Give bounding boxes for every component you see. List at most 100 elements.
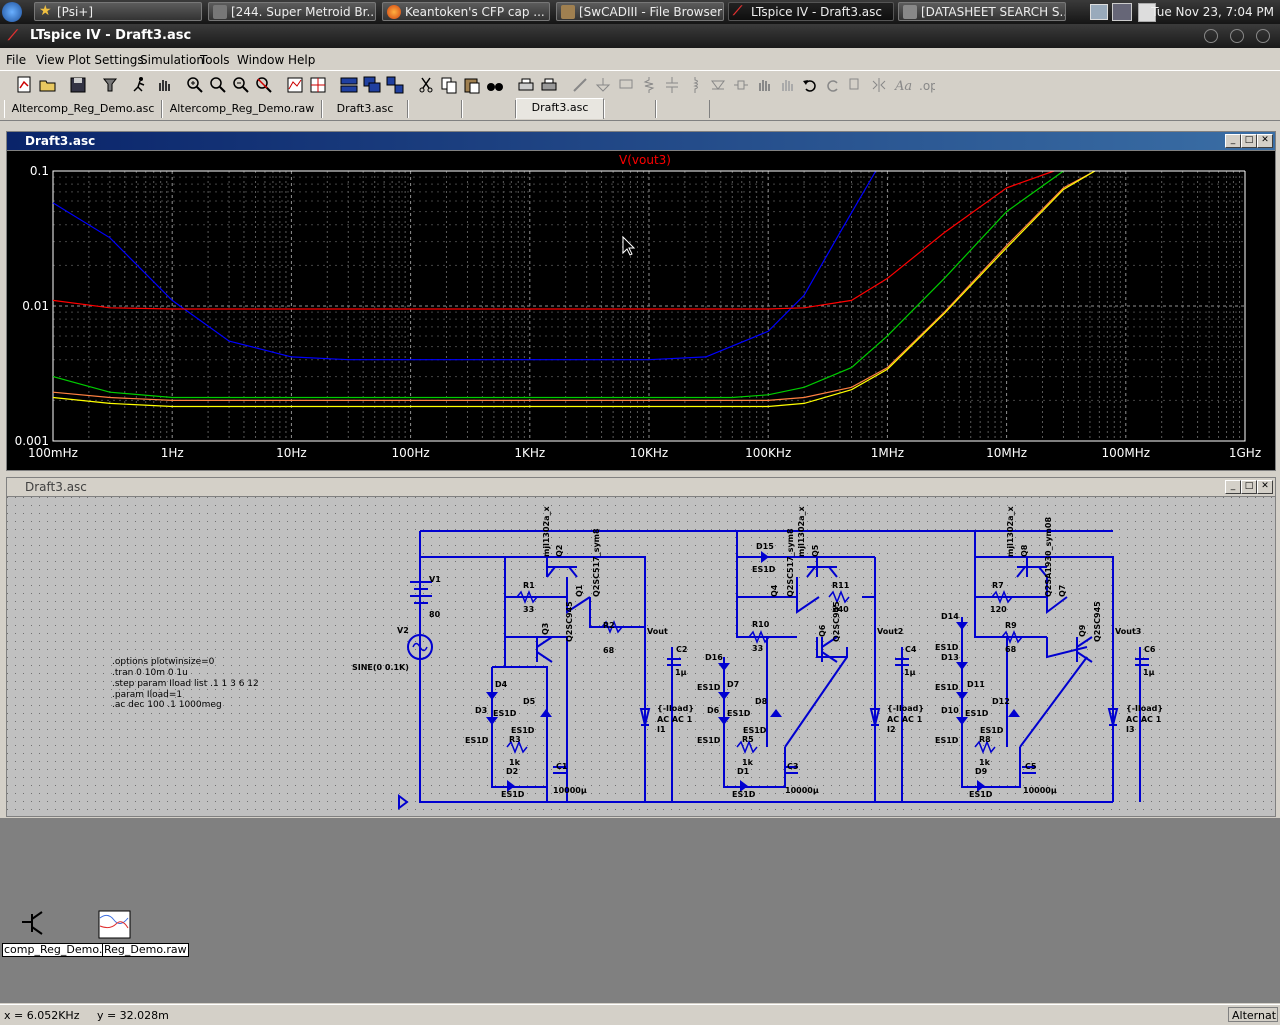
- voltage-source-v2[interactable]: [407, 634, 433, 660]
- find-binoculars-icon[interactable]: [485, 75, 505, 95]
- trace-line[interactable]: [52, 170, 1064, 399]
- component-value[interactable]: Q2SC945: [1093, 601, 1102, 642]
- component-value[interactable]: ES1D: [697, 683, 721, 692]
- component-label[interactable]: R8: [979, 735, 991, 744]
- print-icon[interactable]: [539, 75, 559, 95]
- minimize-button[interactable]: [1204, 29, 1218, 43]
- component-label[interactable]: D12: [992, 697, 1010, 706]
- component-value[interactable]: 120: [990, 605, 1007, 614]
- component-label[interactable]: I1: [657, 725, 666, 734]
- waveform-maximize-button[interactable]: □: [1241, 134, 1257, 148]
- component-label[interactable]: R10: [752, 620, 770, 629]
- component-label[interactable]: D1: [737, 767, 750, 776]
- schematic-close-button[interactable]: ✕: [1257, 480, 1273, 494]
- component-label[interactable]: Q5: [811, 544, 820, 557]
- tile-vertical-icon[interactable]: [385, 75, 405, 95]
- print-setup-icon[interactable]: [516, 75, 536, 95]
- component-value[interactable]: Q2SC517_sym8: [786, 528, 795, 597]
- control-panel-icon[interactable]: [100, 75, 120, 95]
- component-value[interactable]: Q2SC517_sym8: [592, 528, 601, 597]
- ground-icon[interactable]: [593, 75, 613, 95]
- menu-window[interactable]: Window: [237, 53, 285, 67]
- component-label[interactable]: I2: [887, 725, 896, 734]
- zoom-fit-icon[interactable]: [254, 75, 274, 95]
- trace-title[interactable]: V(vout3): [619, 153, 671, 167]
- waveform-title-bar[interactable]: Draft3.asc _ □ ✕: [7, 132, 1275, 151]
- text-icon[interactable]: Aa: [892, 75, 912, 95]
- spice-directive[interactable]: .step param Iload list .1 1 3 6 12: [112, 679, 259, 689]
- tab-altercomp-asc[interactable]: Altercomp_Reg_Demo.asc: [4, 100, 162, 118]
- component-label[interactable]: R3: [509, 735, 521, 744]
- component-value[interactable]: ES1D: [980, 726, 1004, 735]
- component-value[interactable]: ES1D: [743, 726, 767, 735]
- mirror-icon[interactable]: [869, 75, 889, 95]
- component-label[interactable]: C5: [1025, 762, 1037, 771]
- spice-directive[interactable]: .options plotwinsize=0: [112, 657, 215, 667]
- component-value[interactable]: AC AC 1: [657, 715, 693, 724]
- spice-directive-icon[interactable]: .op: [915, 75, 938, 95]
- component-label[interactable]: I3: [1126, 725, 1135, 734]
- component-label[interactable]: Q8: [1020, 544, 1029, 557]
- component-value[interactable]: mjl1302a_x: [797, 506, 806, 557]
- tab-empty-4[interactable]: [656, 100, 710, 118]
- component-value[interactable]: 33: [523, 605, 534, 614]
- component-label[interactable]: D11: [967, 680, 985, 689]
- component-label[interactable]: C4: [905, 645, 917, 654]
- component-label[interactable]: D15: [756, 542, 774, 551]
- component-value[interactable]: mjl1302a_x: [542, 506, 551, 557]
- minimized-waveform-label[interactable]: Reg_Demo.raw: [102, 943, 189, 957]
- component-value[interactable]: ES1D: [501, 790, 525, 799]
- component-label[interactable]: Q1: [575, 584, 584, 597]
- waveform-minimize-button[interactable]: _: [1225, 134, 1241, 148]
- zoom-out-icon[interactable]: [231, 75, 251, 95]
- component-label[interactable]: R1: [523, 581, 535, 590]
- close-button[interactable]: [1256, 29, 1270, 43]
- component-label[interactable]: V1: [429, 575, 441, 584]
- task-firefox[interactable]: Keantoken's CFP cap ...: [382, 2, 550, 21]
- save-icon[interactable]: [68, 75, 88, 95]
- component-label[interactable]: R2: [603, 621, 615, 630]
- waveform-close-button[interactable]: ✕: [1257, 134, 1273, 148]
- component-value[interactable]: ES1D: [965, 709, 989, 718]
- tab-empty-3[interactable]: [604, 100, 656, 118]
- spice-directive[interactable]: .tran 0 10m 0 1u: [112, 668, 188, 678]
- component-label[interactable]: D8: [755, 697, 768, 706]
- component-label[interactable]: D14: [941, 612, 959, 621]
- minimized-waveform-icon[interactable]: [98, 910, 132, 940]
- component-label[interactable]: D2: [506, 767, 518, 776]
- component-value[interactable]: ES1D: [511, 726, 535, 735]
- component-value[interactable]: ES1D: [727, 709, 751, 718]
- component-value[interactable]: ES1D: [493, 709, 517, 718]
- capacitor-icon[interactable]: [662, 75, 682, 95]
- menu-view[interactable]: View: [36, 53, 65, 67]
- label-net-icon[interactable]: [616, 75, 636, 95]
- component-label[interactable]: V2: [397, 626, 409, 635]
- component-label[interactable]: C3: [787, 762, 798, 771]
- component-label[interactable]: D4: [495, 680, 508, 689]
- rotate-icon[interactable]: [846, 75, 866, 95]
- clock[interactable]: Tue Nov 23, 7:04 PM: [1151, 5, 1274, 19]
- task-ltspice[interactable]: ⟋LTspice IV - Draft3.asc: [728, 2, 894, 21]
- component-label[interactable]: Q6: [818, 624, 827, 637]
- ground-symbol[interactable]: [398, 794, 409, 810]
- component-label[interactable]: D9: [975, 767, 988, 776]
- component-label[interactable]: Q3: [541, 623, 550, 635]
- component-value[interactable]: mjl1302a_x: [1006, 506, 1015, 557]
- component-label[interactable]: C2: [676, 645, 687, 654]
- menu-file[interactable]: File: [6, 53, 27, 67]
- component-value[interactable]: 68: [1005, 645, 1017, 654]
- tab-empty-1[interactable]: [408, 100, 462, 118]
- schematic-minimize-button[interactable]: _: [1225, 480, 1241, 494]
- schematic-title-bar[interactable]: Draft3.asc _ □ ✕: [7, 478, 1275, 497]
- component-value[interactable]: ES1D: [935, 683, 959, 692]
- component-value[interactable]: 1µ: [1143, 668, 1155, 677]
- component-label[interactable]: R7: [992, 581, 1004, 590]
- menu-tools[interactable]: Tools: [200, 53, 230, 67]
- component-label[interactable]: D10: [941, 706, 959, 715]
- mail-icon[interactable]: [1090, 4, 1108, 20]
- component-label[interactable]: Q7: [1058, 585, 1067, 597]
- component-value[interactable]: 1µ: [675, 668, 687, 677]
- run-icon[interactable]: [130, 75, 150, 95]
- open-folder-icon[interactable]: [38, 75, 58, 95]
